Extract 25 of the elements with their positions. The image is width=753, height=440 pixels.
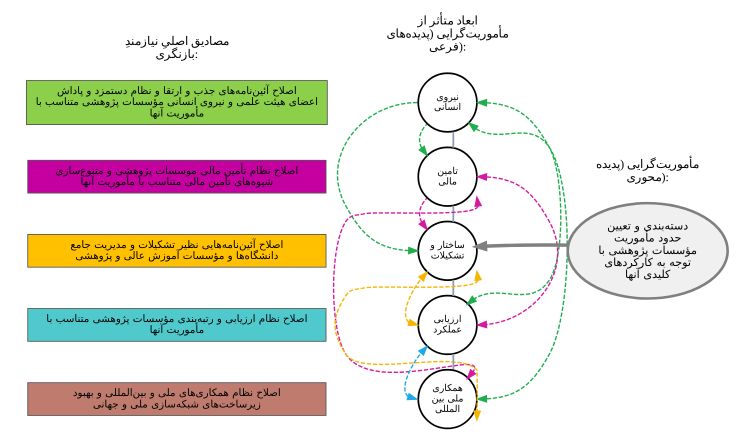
arrow (475, 172, 558, 328)
node-box: اصلاح نظام همکاری‌های ملی و بین‌المللی و بهبود زیرساخت‌های شبکه‌سازی ملی و جهانی (26, 382, 326, 416)
arrow (334, 269, 482, 422)
node-box: اصلاح نظام تأمین مالی موسسات پژوهشی و متنوع‌سازی شیوه‌های تأمین مالی متناسب با مأموریت آنها (26, 160, 326, 194)
node-box: اصلاح آئین‌نامه‌های جذب و ارتقا و نظام دستمزد و پاداش اعضای هیئت علمی و نیروی انسانی مؤسسات پژوهشی متناسب با مأموریت آنها (26, 80, 328, 125)
label: ابعاد متأثر از مأموریت‌گرایی (پدیده‌های فرعی): (386, 14, 508, 54)
arrow (467, 122, 568, 403)
arrow (336, 102, 419, 255)
arrow (465, 98, 561, 306)
node-box: اصلاح نظام ارزیابی و رتبه‌بندی مؤسسات پژوهشی متناسب با مأموریت آنها (26, 308, 326, 342)
connector (452, 132, 454, 148)
connector (452, 206, 454, 222)
arrow (471, 240, 568, 252)
arrow (404, 344, 428, 400)
node-box: اصلاح آئین‌نامه‌هایی نظیر تشکیلات و مدیریت جامع دانشگاه‌ها و مؤسسات آموزش عالی و پژوهشی (26, 234, 326, 268)
node-ellipse: دسته‌بندی و تعیین حدود مأموریت مؤسسات پژوهشی با توجه به کارکردهای کلیدی آنها (566, 202, 728, 300)
label: مصادیق اصلیِ نیازمندِ بازنگری: (124, 34, 228, 61)
label: مأموریت‌گرایی (پدیده محوری): (596, 157, 699, 184)
arrow (418, 198, 428, 231)
connector (452, 354, 454, 370)
arrow (418, 124, 428, 157)
arrow (332, 195, 482, 380)
arrow (404, 270, 428, 326)
node-circle: تامین مالی (416, 146, 478, 207)
connector (452, 280, 454, 296)
